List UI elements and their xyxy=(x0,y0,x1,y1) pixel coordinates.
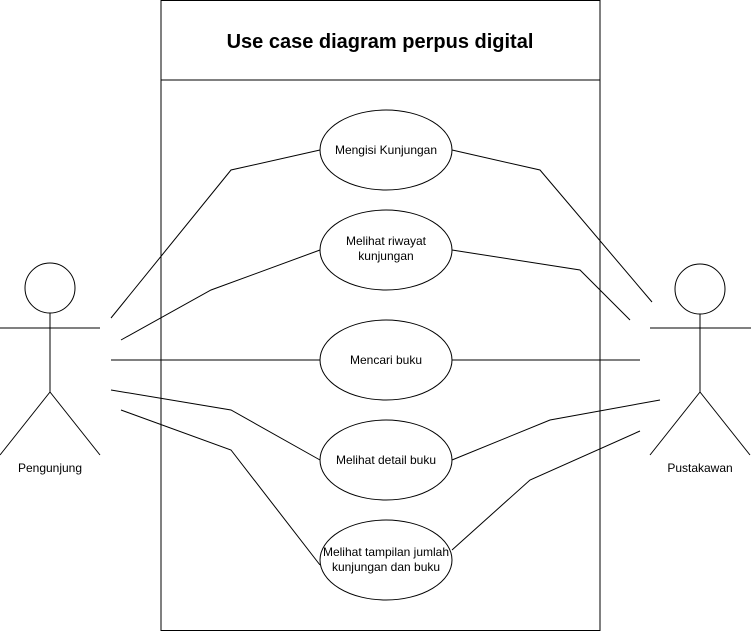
association-line xyxy=(451,249,631,321)
use-case-ellipse xyxy=(319,109,453,191)
actor-pengunjung xyxy=(0,262,101,456)
actor-leg-left xyxy=(649,391,701,456)
actor-leg-right xyxy=(49,391,101,456)
association-line xyxy=(110,149,321,319)
use-case-ellipse xyxy=(319,519,453,601)
actor-pustakawan xyxy=(649,263,751,456)
use-case-ellipse xyxy=(319,419,453,501)
use-case-label: Melihat detail buku xyxy=(336,453,436,467)
system-title: Use case diagram perpus digital xyxy=(227,31,534,53)
association-line xyxy=(451,399,661,461)
use-case-ellipse xyxy=(319,319,453,401)
association-line xyxy=(120,249,321,341)
use-case-ellipse xyxy=(319,209,453,291)
use-case-label: Mengisi Kunjungan xyxy=(335,143,437,157)
association-line xyxy=(110,389,321,461)
actor-leg-left xyxy=(0,391,51,456)
association-line xyxy=(451,430,641,551)
actor-label-pustakawan: Pustakawan xyxy=(667,461,732,475)
actor-leg-right xyxy=(699,391,751,456)
use-case-mengisi-kunjungan: Mengisi Kunjungan xyxy=(319,109,453,191)
use-case-label: Mencari buku xyxy=(350,353,422,367)
association-line xyxy=(120,409,321,566)
associations-pustakawan xyxy=(451,149,661,551)
associations-pengunjung xyxy=(110,149,321,566)
actor-head xyxy=(24,262,76,314)
use-case-melihat-detail-buku: Melihat detail buku xyxy=(319,419,453,501)
actor-head xyxy=(674,263,726,315)
actor-label-pengunjung: Pengunjung xyxy=(18,461,82,475)
association-line xyxy=(451,149,653,303)
use-case-mencari-buku: Mencari buku xyxy=(319,319,453,401)
